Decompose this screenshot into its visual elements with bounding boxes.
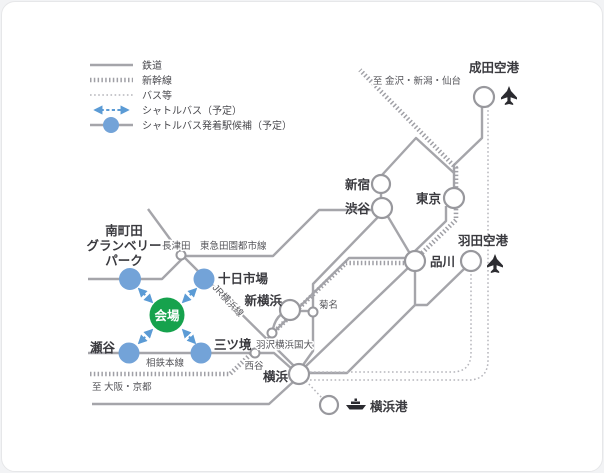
legend: 鉄道 新幹線 バス等 シャトルバス（予定） シャトルバス発着駅候補（予定） xyxy=(90,59,292,133)
legend-candidate-label: シャトルバス発着駅候補（予定） xyxy=(142,119,292,132)
station-tokyo xyxy=(442,186,466,210)
chuo-line xyxy=(381,136,455,176)
shuttle-mitsukyo-venue xyxy=(181,328,197,345)
station-minami-machida xyxy=(119,268,141,290)
label-shinjuku: 新宿 xyxy=(345,177,370,192)
label-mitsukyo: 三ツ境 xyxy=(214,337,252,352)
keikyu-line xyxy=(310,268,465,375)
shuttle-tokaichiba-venue xyxy=(181,287,198,304)
stations xyxy=(118,85,496,416)
yamanote-line xyxy=(385,214,411,253)
label-tokaichiba: 十日市場 xyxy=(218,271,269,286)
station-shibuya xyxy=(370,196,394,220)
station-labels: 成田空港 至 金沢・新潟・仙台 新宿 渋谷 東京 品川 羽田空港 長津田 東急田… xyxy=(86,60,519,414)
station-shinagawa xyxy=(403,249,427,273)
denentoshi-line xyxy=(88,208,372,281)
legend-candidate-swatch-circle xyxy=(103,117,119,133)
label-nishiya: 西谷 xyxy=(244,361,264,372)
station-narita-airport xyxy=(472,85,496,109)
station-yokohama-port xyxy=(318,394,340,416)
airplane-icon xyxy=(487,254,503,273)
airplane-icon xyxy=(501,86,517,105)
label-narita-airport: 成田空港 xyxy=(469,60,520,75)
label-shinagawa: 品川 xyxy=(430,255,455,269)
label-minami-machida-3: パーク xyxy=(105,254,143,268)
legend-shuttle-label: シャトルバス（予定） xyxy=(142,104,242,117)
label-haneda-airport: 羽田空港 xyxy=(458,233,509,248)
label-seya: 瀬谷 xyxy=(89,340,116,355)
station-nishiya xyxy=(249,347,261,359)
label-yokohama-port: 横浜港 xyxy=(370,399,408,414)
narita-access-line xyxy=(452,107,484,188)
label-sotetsu-main-line: 相鉄本線 xyxy=(146,357,185,369)
shuttle-seya-venue xyxy=(137,328,154,345)
label-kikuna: 菊名 xyxy=(319,299,338,311)
station-mitsukyo xyxy=(190,342,212,364)
label-nagatsuta: 長津田 xyxy=(162,241,191,252)
station-nagatsuta xyxy=(175,249,187,261)
label-hazawa: 羽沢横浜国大 xyxy=(256,339,314,351)
shuttle-arrows xyxy=(137,287,198,345)
label-minami-machida-2: グランベリー xyxy=(86,238,161,253)
sotetsu-main-line xyxy=(88,351,293,370)
venue-circle xyxy=(149,297,185,333)
jr-yokohama-line xyxy=(147,208,295,367)
label-shibuya: 渋谷 xyxy=(345,201,371,216)
label-denentoshi-line: 東急田園都市線 xyxy=(200,240,267,252)
label-to-kanazawa: 至 金沢・新潟・仙台 xyxy=(373,75,461,87)
station-shin-yokohama xyxy=(278,298,302,322)
tokaido-line-west xyxy=(92,381,294,406)
label-jr-yokohama-line: JR横浜線 xyxy=(210,282,246,320)
legend-rail-label: 鉄道 xyxy=(142,59,162,72)
ship-icon xyxy=(346,398,366,410)
label-shin-yokohama: 新横浜 xyxy=(244,293,282,308)
icons xyxy=(346,86,517,410)
station-hazawa-yokohama-kokudai xyxy=(266,327,278,339)
station-yokohama xyxy=(287,362,311,386)
shinagawa-tokyo-line xyxy=(413,206,448,253)
label-yokohama: 横浜 xyxy=(263,369,289,384)
station-kikuna xyxy=(307,306,319,318)
station-shinjuku xyxy=(370,173,392,195)
station-tokaichiba xyxy=(193,268,215,290)
station-haneda-airport xyxy=(459,249,483,273)
bus-yokohama-haneda xyxy=(310,272,472,373)
bus-yokohama-port xyxy=(305,380,324,400)
label-venue: 会場 xyxy=(154,308,180,323)
legend-bus-label: バス等 xyxy=(142,89,172,102)
label-tokyo: 東京 xyxy=(416,191,442,206)
label-minami-machida-1: 南町田 xyxy=(105,223,143,238)
shuttle-minamimachida-venue xyxy=(137,287,154,304)
tokaido-line-east xyxy=(305,266,410,367)
legend-shinkansen-label: 新幹線 xyxy=(142,74,172,87)
station-seya xyxy=(118,342,140,364)
label-to-osaka: 至 大阪・京都 xyxy=(92,381,152,393)
bus-lines xyxy=(305,104,489,400)
